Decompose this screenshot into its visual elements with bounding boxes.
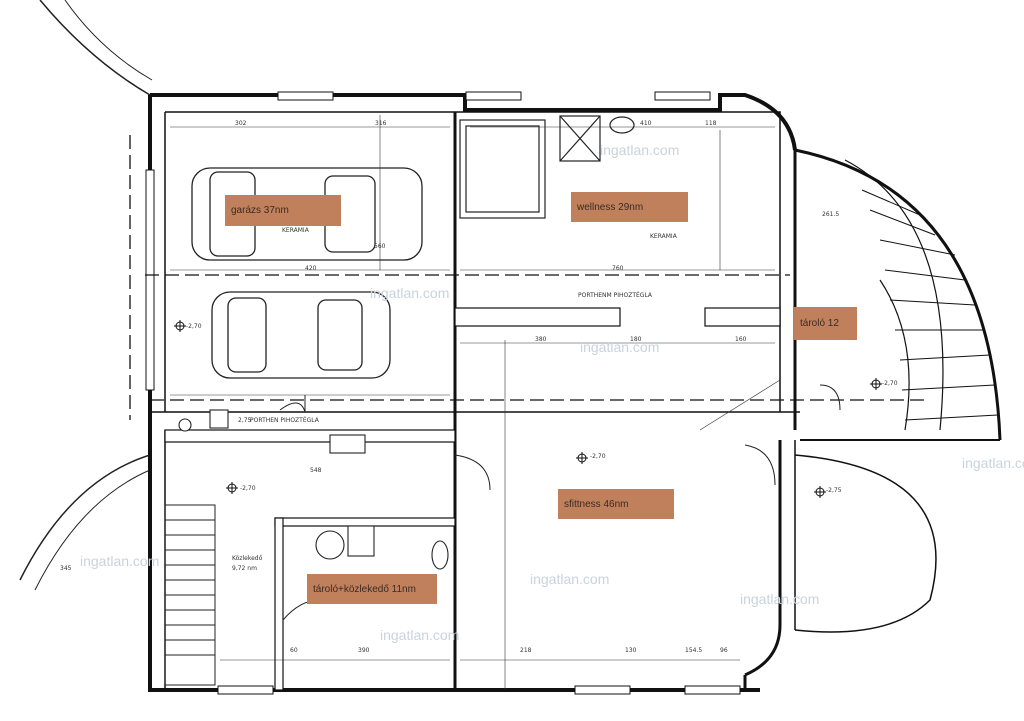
dim-180: 180 xyxy=(630,336,642,343)
level-mark-1: -2,70 xyxy=(186,323,202,330)
garage-label: garázs 37nm xyxy=(225,195,341,226)
watermark-2: ingatlan.com xyxy=(370,285,449,301)
dashed-lines xyxy=(129,135,930,420)
watermarks: ingatlan.com ingatlan.com ingatlan.com i… xyxy=(80,142,1024,643)
dim-160: 160 xyxy=(735,336,747,343)
annotations: PORTHENM PIHOZTÉGLA PORTHEN PIHOZTÉGLA K… xyxy=(186,227,898,572)
level-markers xyxy=(174,320,882,498)
dim-218: 218 xyxy=(520,647,532,654)
kozl-text: Közlekedő xyxy=(232,555,263,562)
exterior-curve-bottom-left xyxy=(19,454,151,581)
porch-note-1: PORTHENM PIHOZTÉGLA xyxy=(578,291,653,299)
hall-label: tároló+közlekedő 11nm xyxy=(307,574,437,604)
dim-390: 390 xyxy=(358,647,370,654)
exterior-curve-top-left-2 xyxy=(64,0,153,81)
dim-130: 130 xyxy=(625,647,637,654)
watermark-5: ingatlan.com xyxy=(740,591,819,607)
partitions xyxy=(164,307,781,691)
dim-60: 60 xyxy=(290,647,298,654)
dim-548: 548 xyxy=(310,467,322,474)
stair-left xyxy=(164,504,216,686)
storage-label: tároló 12 xyxy=(794,307,857,340)
wellness-label: wellness 29nm xyxy=(571,192,688,222)
dim-560: 560 xyxy=(374,243,386,250)
watermark-4: ingatlan.com xyxy=(530,571,609,587)
watermark-7: ingatlan.com xyxy=(380,627,459,643)
dim-380: 380 xyxy=(535,336,547,343)
exterior-curve-bottom-left-2 xyxy=(34,469,151,591)
car-bottom xyxy=(211,291,391,379)
dim-118: 118 xyxy=(705,120,717,127)
dim-316: 316 xyxy=(375,120,387,127)
kerama-note-1: KERAMIA xyxy=(282,227,310,234)
dim-345: 345 xyxy=(60,565,72,572)
watermark-8: ingatlan.com xyxy=(962,455,1024,471)
watermark-1: ingatlan.com xyxy=(600,142,679,158)
level-mark-4: -2,75 xyxy=(826,487,842,494)
dimension-labels: 302 316 410 118 420 760 380 180 160 548 … xyxy=(60,120,839,654)
level-mark-5: -2,70 xyxy=(240,485,256,492)
windows xyxy=(145,91,741,695)
fitness-label: sfittness 46nm xyxy=(558,489,674,519)
stair-right xyxy=(794,148,1002,633)
level-mark-3: -2,70 xyxy=(882,380,898,387)
dim-96: 96 xyxy=(720,647,728,654)
bath-fixtures xyxy=(178,409,449,570)
kozl-area: 9,72 nm xyxy=(232,565,257,572)
watermark-6: ingatlan.com xyxy=(80,553,159,569)
dim-760: 760 xyxy=(612,265,624,272)
watermark-3: ingatlan.com xyxy=(580,339,659,355)
dim-261-5: 261.5 xyxy=(822,211,839,218)
dim-154-5: 154.5 xyxy=(685,647,702,654)
porch-note-2: PORTHEN PIHOZTÉGLA xyxy=(250,416,320,424)
kerama-note-2: KERAMIA xyxy=(650,233,678,240)
dimension-lines xyxy=(170,115,781,690)
wellness-fixtures xyxy=(459,115,635,219)
dim-2-75: 2,75 xyxy=(238,417,252,424)
dim-302: 302 xyxy=(235,120,247,127)
level-mark-2: -2,70 xyxy=(590,453,606,460)
exterior-curve-top-left xyxy=(39,0,151,96)
dim-410: 410 xyxy=(640,120,652,127)
dim-420: 420 xyxy=(305,265,317,272)
